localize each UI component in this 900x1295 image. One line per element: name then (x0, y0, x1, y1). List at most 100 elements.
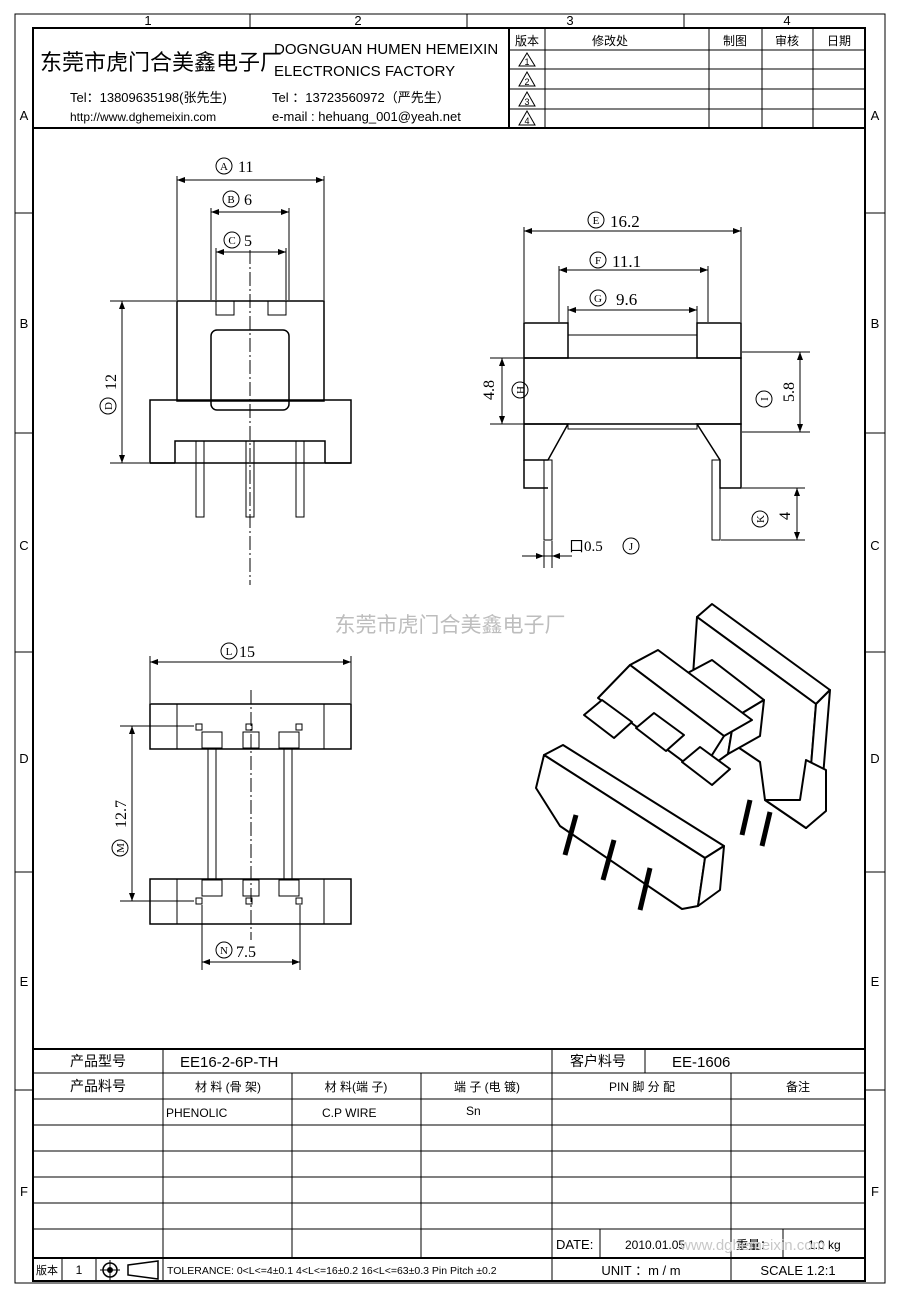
label-pin-assign: PIN 脚 分 配 (609, 1079, 675, 1094)
email-link[interactable]: e-mail : hehuang_001@yeah.net (272, 109, 461, 124)
col-number-1: 1 (144, 13, 151, 28)
dim-e-callout (587, 211, 605, 229)
tel-1: Tel：13809635198(张先生) (70, 90, 227, 105)
value-product-model: EE16-2-6P-TH (180, 1054, 278, 1071)
row-letter-e-left: E (20, 974, 29, 989)
rev-number-2: 2 (524, 77, 529, 87)
rev-col-change: 修改处 (592, 33, 628, 48)
dim-b-letter: B (227, 194, 234, 206)
dim-k-callout: K (751, 510, 769, 528)
label-remarks: 备注 (786, 1079, 810, 1094)
value-unit: UNIT ：m / m (601, 1263, 680, 1278)
row-letter-b-right: B (871, 316, 880, 331)
dim-k-value: 4 (777, 512, 794, 520)
col-number-3: 3 (566, 13, 573, 28)
rev-number-1: 1 (524, 57, 529, 67)
dim-j-value: 口0.5 (569, 539, 603, 555)
dim-n-callout (215, 941, 233, 959)
company-name-en-1: DOGNGUAN HUMEN HEMEIXIN (274, 41, 498, 58)
label-version: 版本 (36, 1263, 58, 1277)
dim-f-value: 11.1 (612, 252, 641, 271)
dim-l-value: 15 (239, 644, 255, 661)
projection-symbol-icon (100, 1260, 159, 1280)
label-date: DATE: (556, 1237, 593, 1252)
rev-col-date: 日期 (827, 34, 851, 48)
dim-l-letter: L (226, 646, 233, 658)
dim-d-callout: D (99, 397, 117, 415)
label-customer-part: 客户料号 (570, 1053, 626, 1069)
dim-h-value: 4.8 (481, 380, 498, 400)
label-material-bobbin: 材 料 (骨 架) (195, 1080, 261, 1094)
label-pin-plating: 端 子 (电 镀) (454, 1080, 520, 1094)
rev-col-review: 审核 (775, 33, 799, 48)
dim-j-callout (622, 537, 640, 555)
dim-g-value: 9.6 (616, 290, 637, 309)
watermark-text: 东莞市虎门合美鑫电子厂 (335, 614, 566, 637)
row-letter-d-left: D (19, 751, 28, 766)
dim-a-letter: A (220, 161, 228, 173)
value-material-bobbin: PHENOLIC (166, 1106, 228, 1120)
value-version: 1 (76, 1263, 83, 1277)
row-letter-d-right: D (870, 751, 879, 766)
dim-e-value: 16.2 (610, 212, 640, 231)
row-letter-c-left: C (19, 538, 28, 553)
label-weight: 重量： (736, 1238, 772, 1252)
front-view (110, 176, 352, 585)
dim-a-value: 11 (238, 159, 253, 176)
value-scale: SCALE 1.2:1 (760, 1263, 835, 1278)
revision-triangle-icons (518, 52, 536, 126)
label-product-model: 产品型号 (70, 1053, 126, 1069)
title-block-grid (33, 1048, 865, 1281)
label-material-pin: 材 料(端 子) (325, 1080, 388, 1094)
rev-col-drawn: 制图 (723, 34, 747, 48)
rev-number-3: 3 (524, 97, 529, 107)
tel-2: Tel ：13723560972（严先生） (272, 90, 450, 105)
dim-f-callout (589, 251, 607, 269)
dim-n-value: 7.5 (236, 944, 256, 961)
website-link[interactable]: http://www.dghemeixin.com (70, 110, 216, 124)
value-material-pin: C.P WIRE (322, 1106, 376, 1120)
dim-d-letter: D (103, 402, 115, 410)
rev-col-version: 版本 (515, 34, 539, 48)
dim-n-letter: N (220, 945, 228, 957)
drawing-frame (14, 13, 886, 1284)
row-letter-a-right: A (871, 108, 880, 123)
dim-i-letter: I (759, 397, 771, 401)
value-pin-plating: Sn (466, 1104, 481, 1118)
dim-c-value: 5 (244, 233, 252, 250)
dim-m-callout: M (111, 839, 129, 857)
header-block (33, 28, 865, 129)
dim-g-callout (589, 289, 607, 307)
dim-i-value: 5.8 (781, 382, 798, 402)
tolerance-note: TOLERANCE: 0<L<=4±0.1 4<L<=16±0.2 16<L<=… (167, 1265, 497, 1277)
label-product-part: 产品料号 (70, 1078, 126, 1094)
value-date: 2010.01.05 (625, 1238, 685, 1252)
corner-watermark: www.dghemeixin.com (679, 1237, 825, 1254)
revision-table (509, 28, 865, 128)
dim-e-letter: E (593, 215, 600, 227)
dim-f-letter: F (595, 255, 601, 267)
dim-d-value: 12 (103, 374, 120, 390)
row-letter-c-right: C (870, 538, 879, 553)
row-letter-b-left: B (20, 316, 29, 331)
rev-number-4: 4 (524, 116, 529, 126)
dim-l-callout (220, 642, 238, 660)
side-view (490, 227, 810, 568)
value-customer-part: EE-1606 (672, 1054, 730, 1071)
dim-c-letter: C (228, 235, 235, 247)
dim-h-letter: H (515, 386, 527, 394)
dim-h-callout: H (511, 381, 529, 399)
dim-k-letter: K (755, 515, 767, 523)
dim-g-letter: G (594, 293, 602, 305)
bottom-view (120, 656, 352, 970)
row-letter-f-left: F (20, 1184, 28, 1199)
row-letter-e-right: E (871, 974, 880, 989)
dim-j-letter: J (629, 541, 634, 553)
dim-i-callout: I (755, 390, 773, 408)
row-letter-f-right: F (871, 1184, 879, 1199)
isometric-view (535, 603, 831, 911)
dim-a-callout (215, 157, 233, 175)
dim-b-value: 6 (244, 192, 252, 209)
company-name-cn: 东莞市虎门合美鑫电子厂 (40, 50, 282, 75)
